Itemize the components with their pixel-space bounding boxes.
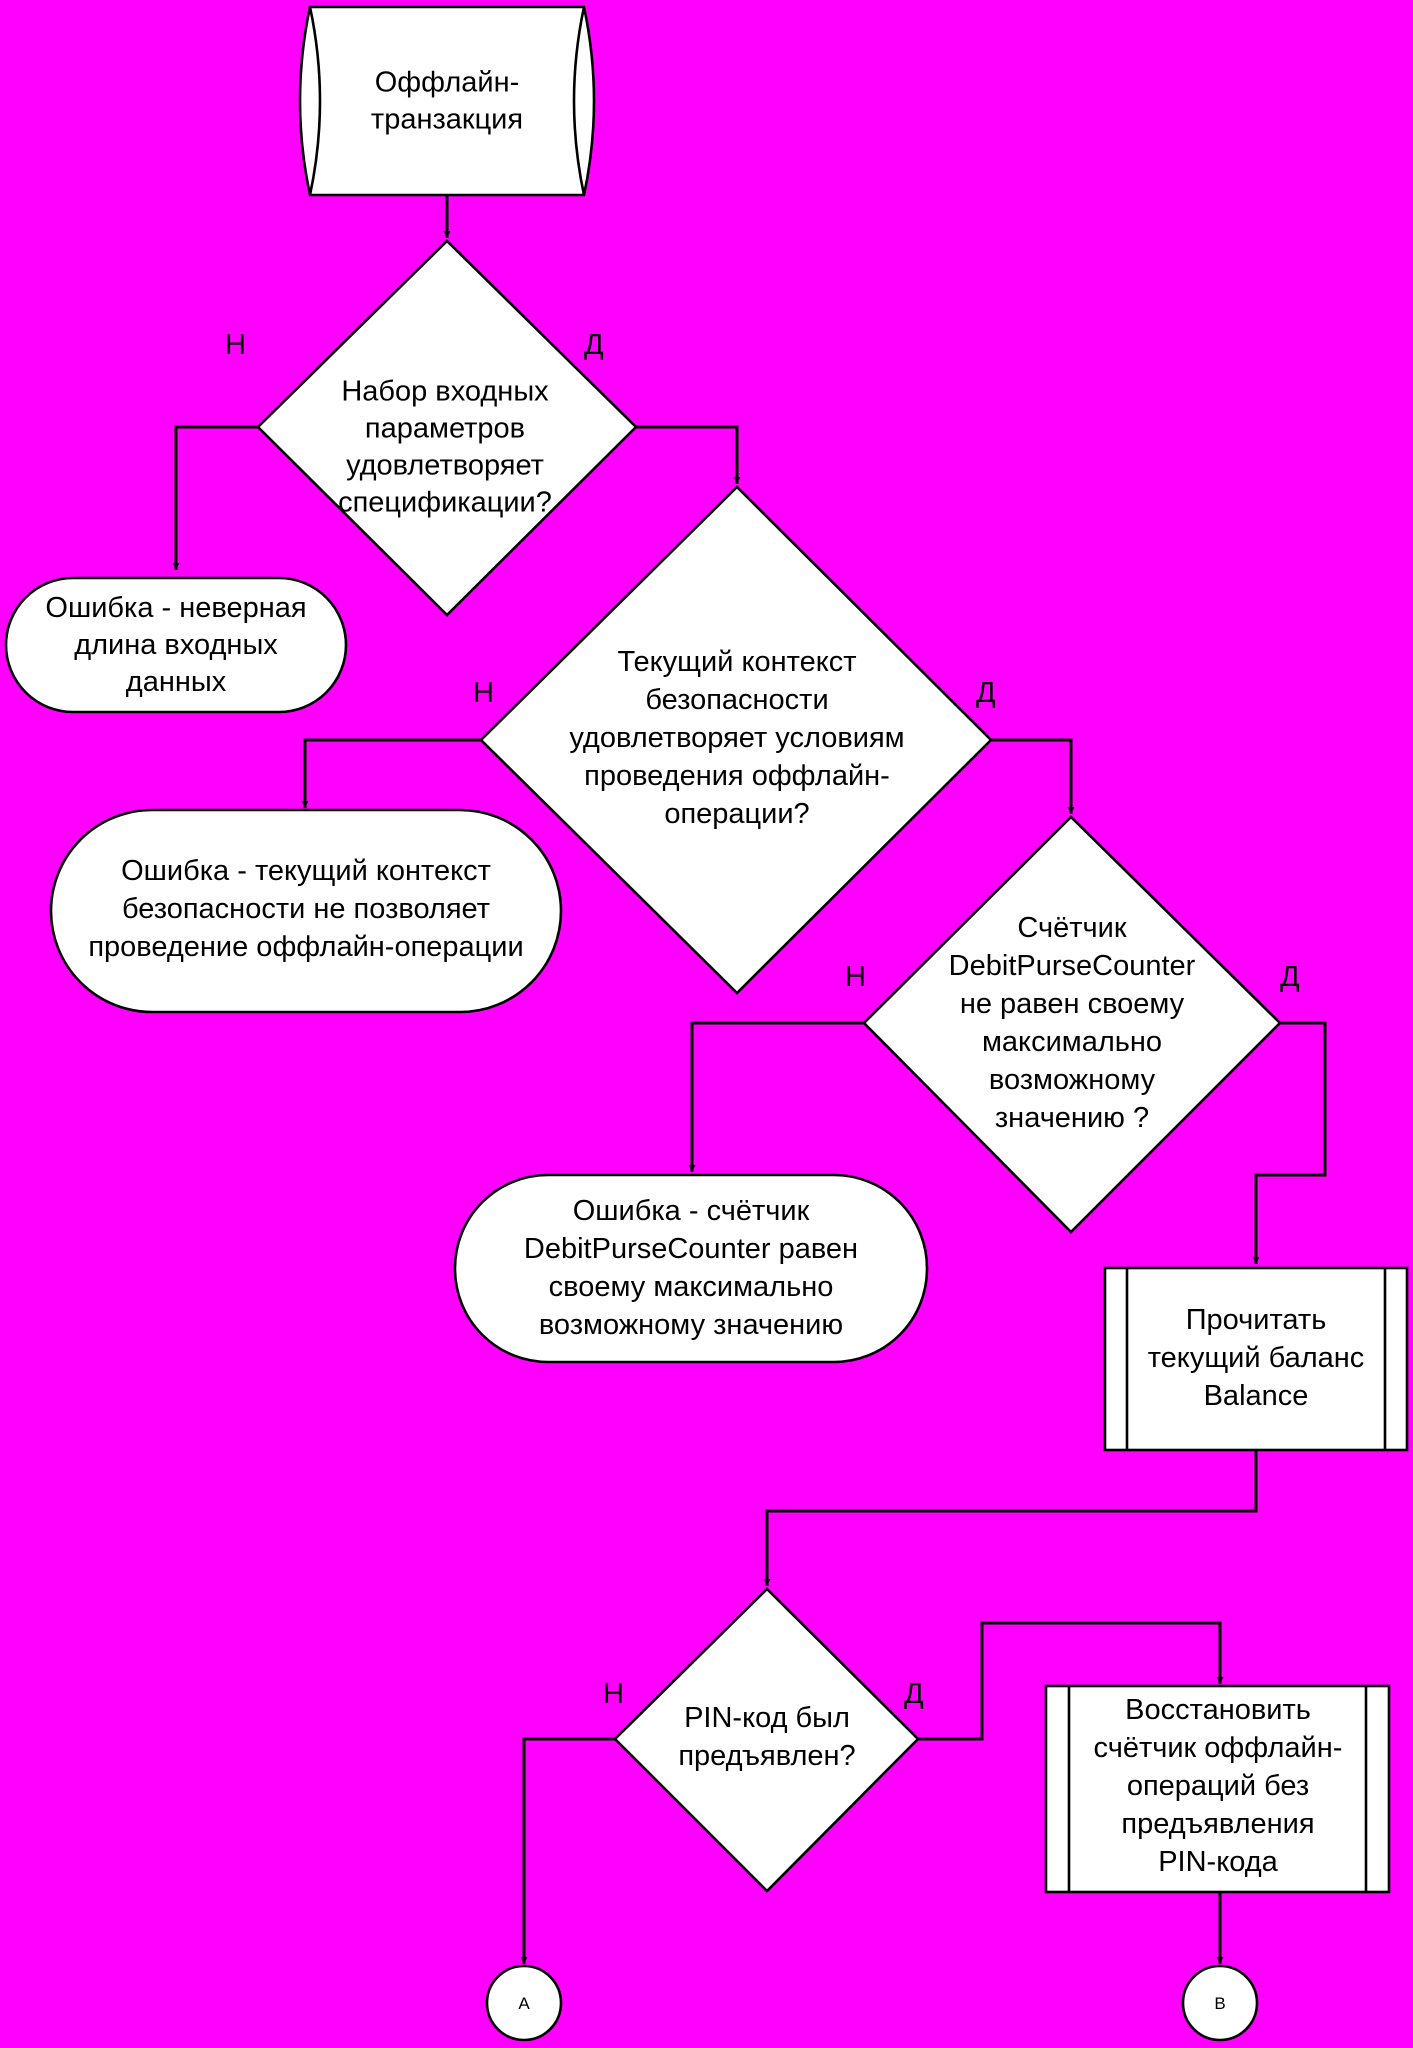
check-params-label: Набор входных параметров удовлетворяет спец… xyxy=(338,376,552,519)
edge-label-counter-yes: Д xyxy=(1280,961,1300,993)
read-balance-line-3: Balance xyxy=(1204,1380,1309,1412)
restore-counter-line-2: счётчик оффлайн- xyxy=(1094,1732,1343,1764)
edge-label-params-yes: Д xyxy=(584,329,604,361)
edge-label-counter-no: Н xyxy=(845,961,866,993)
check-counter-line-2: DebitPurseCounter xyxy=(949,950,1196,982)
check-security-line-4: проведения оффлайн- xyxy=(584,760,890,792)
edge-pin-yes xyxy=(918,1621,1224,1741)
error-security-line-3: проведение оффлайн-операции xyxy=(88,931,523,963)
connector-b-label: B xyxy=(1214,1994,1225,2013)
connector-a-label: A xyxy=(518,1994,530,2013)
check-security-line-2: безопасности xyxy=(645,684,828,716)
edge-params-yes xyxy=(636,425,741,484)
edge-params-no xyxy=(172,425,258,570)
check-counter-line-6: значению ? xyxy=(995,1102,1149,1134)
read-balance-line-1: Прочитать xyxy=(1186,1304,1327,1336)
error-security-label: Ошибка - текущий контекст безопасности не… xyxy=(88,855,523,963)
decision-params: Набор входных параметров удовлетворяет спец… xyxy=(256,239,638,617)
edge-security-no xyxy=(301,738,481,808)
check-security-line-1: Текущий контекст xyxy=(617,646,856,678)
edge-label-pin-no: Н xyxy=(603,1678,624,1710)
edge-counter-no xyxy=(688,1021,864,1172)
check-security-line-3: удовлетворяет условиям xyxy=(569,722,904,754)
restore-counter-line-5: PIN-кода xyxy=(1158,1846,1278,1878)
error-length-line-3: данных xyxy=(126,666,227,698)
check-pin-line-1: PIN-код был xyxy=(684,1702,850,1734)
start-label: Оффлайн-транзакция xyxy=(371,67,523,136)
check-counter-line-1: Счётчик xyxy=(1017,912,1126,944)
check-pin-label: PIN-код был предъявлен? xyxy=(678,1702,855,1772)
error-length-line-1: Ошибка - неверная xyxy=(45,592,306,624)
connector-b-line-1: B xyxy=(1214,1994,1225,2013)
error-security-line-2: безопасности не позволяет xyxy=(122,893,490,925)
restore-counter-line-4: предъявления xyxy=(1121,1808,1314,1840)
error-length-label: Ошибка - неверная длина входных данных xyxy=(45,592,306,698)
start-terminator: Оффлайн-транзакция xyxy=(298,5,596,197)
error-counter-line-2: DebitPurseCounter равен xyxy=(524,1233,858,1265)
error-length-line-2: длина входных xyxy=(74,629,278,661)
process-restore-counter: Восстановить счётчик оффлайн-операций без… xyxy=(1044,1684,1391,1894)
check-params-line-3: удовлетворяет xyxy=(346,450,544,482)
nodes: Оффлайн-транзакция Набор входных параметр… xyxy=(4,5,1409,2042)
restore-counter-line-1: Восстановить xyxy=(1125,1694,1311,1726)
check-pin-line-2: предъявлен? xyxy=(678,1740,855,1772)
edge-label-params-no: Н xyxy=(225,329,246,361)
decision-pin: PIN-код был предъявлен? xyxy=(613,1587,920,1893)
check-security-line-5: операции? xyxy=(664,798,809,830)
edge-balance-to-pin xyxy=(763,1450,1258,1586)
edge-pin-no xyxy=(520,1737,615,1964)
error-security-terminal: Ошибка - текущий контекст безопасности не… xyxy=(49,808,563,1014)
start-line-1: Оффлайн- xyxy=(375,67,520,99)
restore-counter-line-3: операций без xyxy=(1127,1770,1309,1802)
decision-security: Текущий контекст безопасности удовлетворяе… xyxy=(479,485,993,995)
edge-label-security-no: Н xyxy=(473,677,494,709)
connector-a: A xyxy=(485,1964,563,2042)
error-counter-line-1: Ошибка - счётчик xyxy=(573,1195,810,1227)
error-length-terminal: Ошибка - неверная длина входных данных xyxy=(4,576,348,714)
check-counter-line-5: возможному xyxy=(989,1064,1156,1096)
edges xyxy=(172,196,1327,1964)
check-params-line-2: параметров xyxy=(365,413,525,445)
error-security-line-1: Ошибка - текущий контекст xyxy=(121,855,491,887)
check-security-label: Текущий контекст безопасности удовлетворяе… xyxy=(569,646,904,830)
edge-counter-yes xyxy=(1252,1021,1327,1264)
edge-label-pin-yes: Д xyxy=(904,1678,924,1710)
check-counter-line-4: максимально xyxy=(982,1026,1162,1058)
restore-counter-label: Восстановить счётчик оффлайн-операций без… xyxy=(1094,1694,1343,1878)
check-params-line-1: Набор входных xyxy=(341,376,549,408)
edge-labels: Н Д Н Д Н Д Н Д xyxy=(225,329,1300,1710)
read-balance-line-2: текущий баланс xyxy=(1148,1342,1365,1374)
error-counter-line-3: своему максимально xyxy=(549,1271,834,1303)
edge-security-yes xyxy=(991,738,1075,814)
check-counter-line-3: не равен своему xyxy=(960,988,1185,1020)
error-counter-line-4: возможному значению xyxy=(539,1309,843,1341)
start-line-2: транзакция xyxy=(371,104,523,136)
check-params-line-4: спецификации? xyxy=(338,487,552,519)
connector-a-line-1: A xyxy=(518,1994,530,2013)
edge-label-security-yes: Д xyxy=(976,677,996,709)
connector-b: B xyxy=(1181,1964,1259,2042)
